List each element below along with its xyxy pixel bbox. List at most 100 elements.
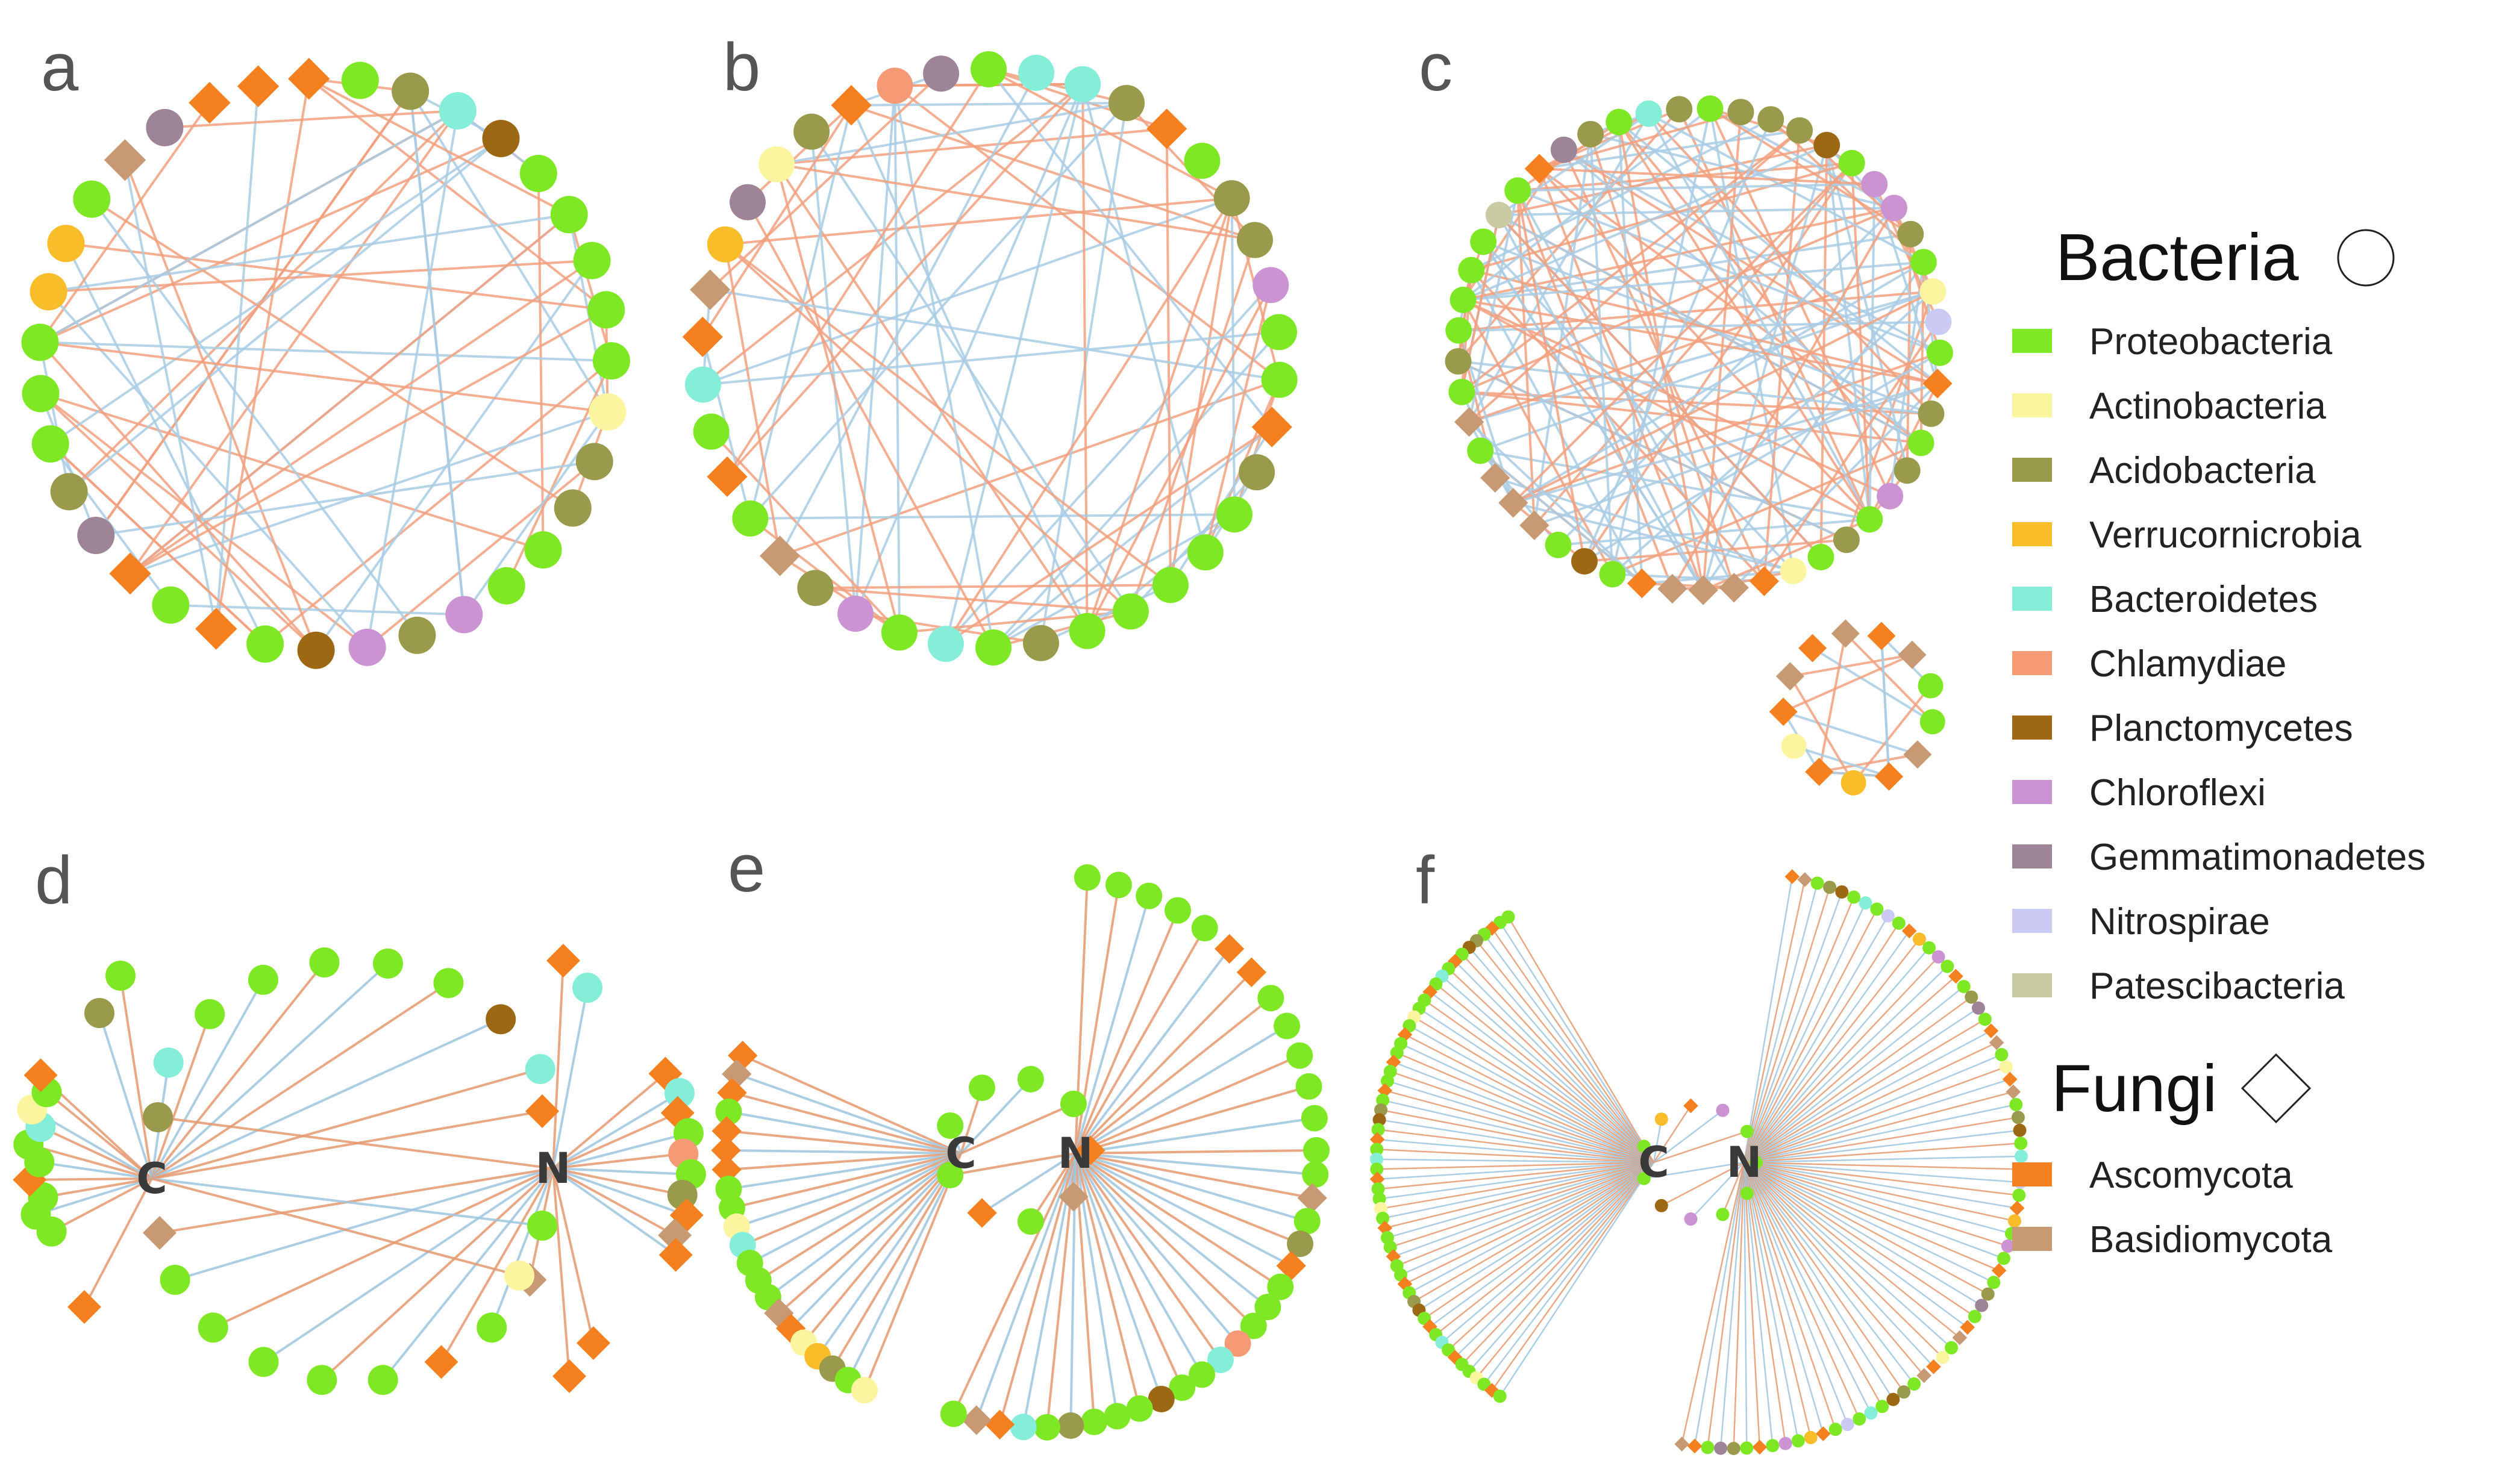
panel-d-positive-edge <box>28 1143 152 1180</box>
panel-f-acidobacteria-node <box>1897 1385 1911 1399</box>
panel-e-basidiomycota-diamond <box>962 1405 992 1435</box>
panel-f-negative-edge <box>1483 934 1655 1163</box>
panel-b-proteobacteria-node <box>1184 142 1221 179</box>
panel-c-positive-edge <box>1790 653 1913 678</box>
panel-b-negative-edge <box>992 426 1273 649</box>
panel-c-chloroflexi-node <box>1880 195 1907 222</box>
panel-f-proteobacteria-node <box>1370 1162 1384 1176</box>
panel-f-negative-edge <box>1719 1162 1745 1448</box>
panel-f-nitrospirae-node <box>1840 1418 1854 1432</box>
panel-c-ascomycota-diamond <box>1798 634 1827 662</box>
panel-a-letter: a <box>41 30 79 105</box>
panel-b-positive-edge <box>726 83 1084 478</box>
panel-f-ascomycota-diamond <box>1683 1098 1698 1114</box>
panel-e-proteobacteria-node <box>1017 1208 1044 1235</box>
panel-b-positive-edge <box>724 243 1132 613</box>
panel-f-negative-edge <box>1499 921 1655 1163</box>
panel-f-proteobacteria-node <box>1995 1048 2009 1062</box>
panel-f-ascomycota-diamond <box>1369 1132 1385 1147</box>
panel-a-positive-edge <box>129 110 459 575</box>
panel-c-acidobacteria-node <box>1918 400 1945 427</box>
panel-f-positive-edge <box>1743 996 1972 1164</box>
panel-f-positive-edge <box>1743 1161 1989 1295</box>
panel-d-negative-edge <box>151 1177 543 1227</box>
panel-a-ascomycota-diamond <box>288 58 330 100</box>
panel-d-negative-edge <box>490 1168 554 1328</box>
panel-c-proteobacteria-node <box>1697 95 1724 122</box>
panel-f-positive-edge <box>1743 1066 2007 1164</box>
panel-c-positive-edge <box>1512 162 1853 504</box>
panel-a-negative-edge <box>95 460 595 537</box>
panel-f-negative-edge <box>1743 1053 2002 1164</box>
panel-f-positive-edge <box>1743 1162 1925 1376</box>
panel-c-basidiomycota-diamond <box>1775 662 1804 691</box>
panel-f-positive-edge <box>1380 1109 1654 1164</box>
panel-b-positive-edge <box>775 164 901 633</box>
panel-f-proteobacteria-node <box>1941 959 1954 973</box>
panel-d-negative-edge <box>552 1167 691 1176</box>
panel-a-actinobacteria-node <box>589 393 627 431</box>
panel-d-ascomycota-diamond <box>577 1326 610 1360</box>
panel-f-negative-edge <box>1441 975 1654 1163</box>
panel-c-acidobacteria-node <box>1445 348 1472 375</box>
panel-b-proteobacteria-node <box>1261 314 1298 351</box>
panel-f-negative-edge <box>1743 1162 1774 1446</box>
panel-f-acidobacteria-node <box>1727 1441 1740 1455</box>
panel-c-positive-edge <box>1709 107 1912 235</box>
panel-b-positive-edge <box>988 68 1127 104</box>
legend-bacteria-heading: Bacteria <box>2056 220 2299 295</box>
panel-b-ascomycota-diamond <box>1251 407 1292 447</box>
panel-f-negative-edge <box>1743 1161 2018 1209</box>
panel-f-verrucornicrobia-node <box>2008 1214 2021 1228</box>
panel-e-actinobacteria-node <box>851 1377 878 1404</box>
panel-f-positive-edge <box>1384 1090 1654 1164</box>
panel-c-negative-edge <box>1469 290 1933 423</box>
panel-d-proteobacteria-node <box>198 1312 228 1343</box>
panel-a-gemmatimonadetes-node <box>77 516 115 554</box>
panel-b-positive-edge <box>779 555 900 634</box>
panel-a-positive-edge <box>91 198 574 510</box>
panel-e-negative-edge <box>790 1152 962 1330</box>
panel-f-positive-edge <box>1491 928 1655 1163</box>
panel-f-ascomycota-diamond <box>1784 869 1800 884</box>
panel-f-proteobacteria-node <box>1907 1377 1921 1391</box>
panel-f-negative-edge <box>1743 1162 1915 1385</box>
panel-e-proteobacteria-node <box>969 1074 995 1102</box>
panel-b-acidobacteria-node <box>793 113 830 150</box>
panel-e-proteobacteria-node <box>937 1112 964 1139</box>
panel-c-positive-edge <box>1648 113 1932 415</box>
panel-e-positive-edge <box>960 1103 1074 1155</box>
panel-c-positive-edge <box>1512 290 1934 504</box>
panel-a-gemmatimonadetes-node <box>146 108 184 146</box>
panel-f-negative-edge <box>1743 1162 1934 1368</box>
panel-f-bacteroidetes-node <box>1864 1406 1878 1420</box>
panel-b-positive-edge <box>815 587 1131 613</box>
panel-f-positive-edge <box>1377 1149 1654 1164</box>
panel-e-proteobacteria-node <box>1104 1403 1131 1430</box>
panel-f-negative-edge <box>1743 1007 1979 1164</box>
legend-label-acidobacteria: Acidobacteria <box>2089 450 2316 491</box>
panel-f-proteobacteria-node <box>1987 1276 2001 1289</box>
panel-d-negative-edge <box>382 1167 554 1381</box>
panel-a-negative-edge <box>366 110 459 648</box>
panel-d-ascomycota-diamond <box>552 1359 586 1393</box>
panel-c-positive-edge <box>1498 143 1827 216</box>
panel-c-chloroflexi-node <box>1877 482 1904 510</box>
panel-b-positive-edge <box>724 244 781 556</box>
panel-b-positive-edge <box>775 163 1089 632</box>
panel-c-positive-edge <box>1703 570 1794 591</box>
panel-c-proteobacteria-node <box>1599 561 1626 588</box>
panel-d-positive-edge <box>552 1167 683 1196</box>
panel-d-positive-edge <box>159 1167 554 1234</box>
panel-d-positive-edge <box>151 982 449 1180</box>
panel-d-acidobacteria-node <box>143 1102 173 1132</box>
panel-a-positive-edge <box>164 109 458 129</box>
panel-d-positive-edge <box>552 1112 678 1170</box>
panel-a-negative-edge <box>39 341 70 492</box>
panel-a-proteobacteria-node <box>152 586 190 624</box>
panel-f-negative-edge <box>1387 1161 1654 1239</box>
panel-c-negative-edge <box>1589 134 1614 575</box>
panel-d-proteobacteria-node <box>367 1365 398 1395</box>
